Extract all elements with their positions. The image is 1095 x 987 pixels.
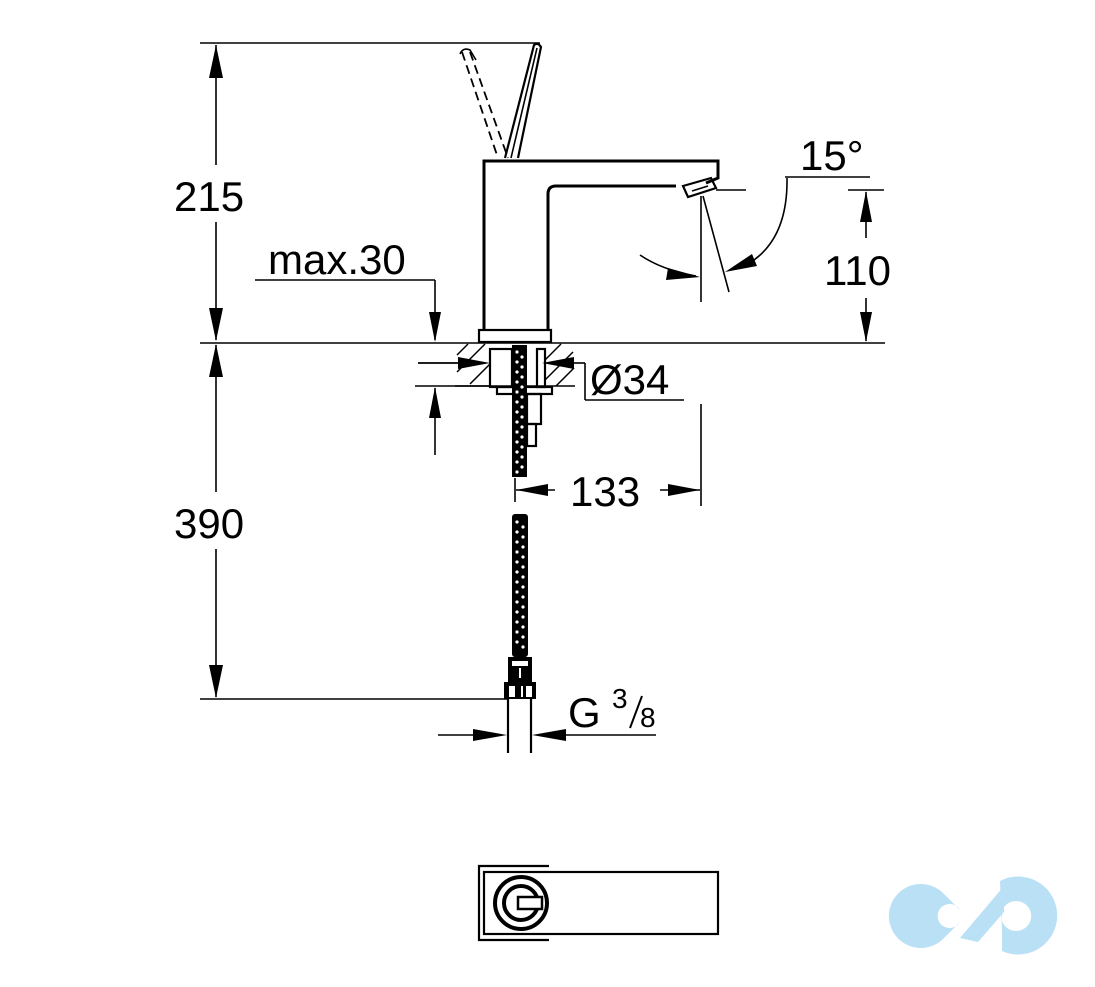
hose-upper [512, 345, 527, 477]
label-max30: max.30 [268, 236, 406, 283]
dimension-133: 133 [514, 404, 702, 515]
label-390: 390 [174, 500, 244, 547]
dimension-g38: G 3 8 [438, 683, 656, 741]
label-215: 215 [174, 173, 244, 220]
dimension-max30: max.30 [255, 236, 490, 455]
hose-lower [504, 514, 536, 753]
logo-watermark [888, 876, 1058, 955]
faucet-body [459, 42, 720, 344]
dimension-215: 215 [174, 42, 540, 341]
dimension-390: 390 [174, 344, 508, 700]
label-diameter-34: Ø34 [590, 356, 669, 403]
dimension-110: 110 [824, 189, 891, 342]
label-thread-den: 8 [640, 702, 656, 733]
top-view [477, 864, 720, 942]
deck-section: Ø34 [418, 343, 684, 448]
dimension-angle-15: 15° [639, 132, 870, 302]
label-133: 133 [570, 468, 640, 515]
label-110: 110 [824, 247, 891, 294]
label-thread-g: G [568, 689, 601, 736]
label-thread-num: 3 [612, 683, 628, 714]
label-15-deg: 15° [800, 132, 864, 179]
